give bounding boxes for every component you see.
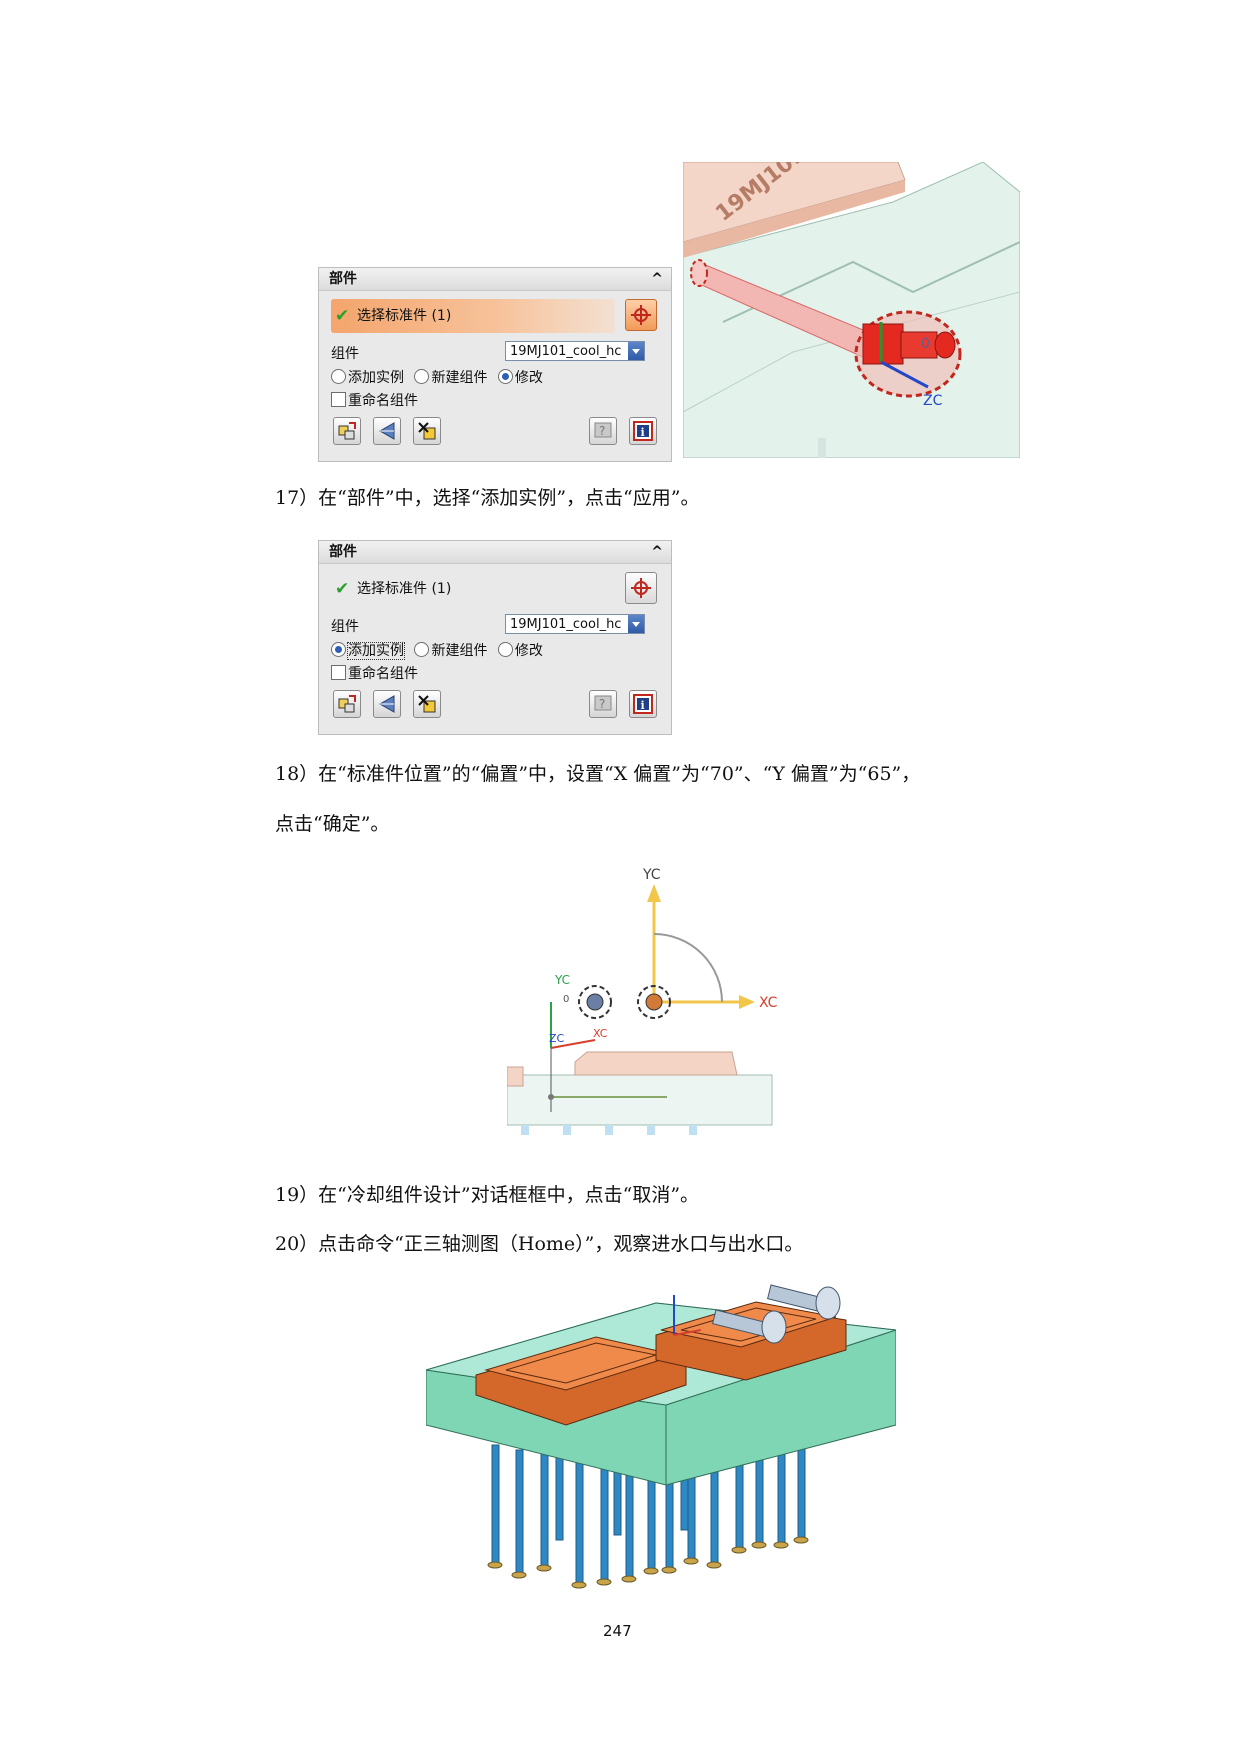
info-icon: i [633, 694, 653, 714]
select-point-button[interactable] [625, 572, 657, 604]
help-button[interactable]: ? [589, 690, 617, 718]
mode-radio-group: 添加实例 新建组件 修改 [331, 640, 549, 660]
info-button[interactable]: i [629, 690, 657, 718]
panel-header[interactable]: 部件 ^ [319, 268, 671, 291]
panel-title: 部件 [329, 271, 357, 287]
svg-text:i: i [641, 426, 645, 439]
check-icon: ✔ [335, 579, 350, 599]
mode-radio-group: 添加实例 新建组件 修改 [331, 367, 549, 387]
svg-text:?: ? [599, 697, 605, 711]
cube-rotate-icon [338, 695, 356, 713]
rename-component-checkbox[interactable]: 重命名组件 [331, 663, 418, 683]
isometric-mold-figure [426, 1275, 896, 1595]
dim-readout: 0 [921, 336, 930, 352]
yc-axis-label: YC [642, 867, 661, 883]
collapse-icon[interactable]: ^ [651, 271, 663, 287]
step-20: 20）点击命令“正三轴测图（Home）”，观察进水口与出水口。 [275, 1233, 804, 1255]
cube-rotate-icon [338, 422, 356, 440]
reposition-button[interactable] [333, 690, 361, 718]
radio-new-component[interactable]: 新建组件 [414, 642, 487, 659]
radio-add-instance[interactable]: 添加实例 [331, 642, 405, 660]
component-select-value: 19MJ101_cool_hc [510, 617, 622, 632]
xc-axis-label: XC [759, 995, 778, 1011]
select-standard-part-label: 选择标准件 (1) [357, 308, 452, 324]
xc-small-label: XC [593, 1027, 608, 1040]
step-17: 17）在“部件”中，选择“添加实例”，点击“应用”。 [275, 487, 700, 509]
radio-new-component[interactable]: 新建组件 [414, 369, 487, 386]
radio-add-instance[interactable]: 添加实例 [331, 369, 404, 386]
zc-small-label: ZC [549, 1032, 565, 1045]
crosshair-icon [631, 305, 651, 325]
select-standard-part[interactable]: ✔ 选择标准件 (1) [331, 572, 615, 606]
yc-small-label: YC [554, 973, 570, 987]
delete-cube-icon [418, 695, 436, 713]
parts-panel-1: 部件 ^ ✔ 选择标准件 (1) 组件 19MJ101_cool_hc 添加实例 [318, 267, 672, 462]
dim-readout: 0 [563, 994, 569, 1005]
component-label: 组件 [331, 619, 359, 635]
triangle-flip-icon [378, 422, 395, 440]
crosshair-icon [631, 578, 651, 598]
component-select[interactable]: 19MJ101_cool_hc [505, 614, 645, 634]
help-icon: ? [594, 422, 612, 438]
delete-component-button[interactable] [413, 417, 441, 445]
dropdown-arrow-icon[interactable] [628, 342, 644, 360]
info-button[interactable]: i [629, 417, 657, 445]
delete-component-button[interactable] [413, 690, 441, 718]
svg-text:?: ? [599, 424, 605, 438]
reposition-button[interactable] [333, 417, 361, 445]
select-point-button[interactable] [625, 299, 657, 331]
check-icon: ✔ [335, 306, 350, 326]
triangle-flip-icon [378, 695, 395, 713]
parts-panel-2: 部件 ^ ✔ 选择标准件 (1) 组件 19MJ101_cool_hc 添加实例 [318, 540, 672, 735]
radio-modify[interactable]: 修改 [497, 642, 543, 659]
step-18-line2: 点击“确定”。 [275, 813, 390, 835]
help-icon: ? [594, 695, 612, 711]
step-19: 19）在“冷却组件设计”对话框框中，点击“取消”。 [275, 1184, 700, 1206]
flip-direction-button[interactable] [373, 417, 401, 445]
panel-title: 部件 [329, 544, 357, 560]
svg-text:i: i [641, 699, 645, 712]
dropdown-arrow-icon[interactable] [628, 615, 644, 633]
radio-modify[interactable]: 修改 [497, 369, 543, 386]
panel-header[interactable]: 部件 ^ [319, 541, 671, 564]
component-label: 组件 [331, 346, 359, 362]
flip-direction-button[interactable] [373, 690, 401, 718]
component-select-value: 19MJ101_cool_hc [510, 344, 622, 359]
step-18-line1: 18）在“标准件位置”的“偏置”中，设置“X 偏置”为“70”、“Y 偏置”为“… [275, 763, 921, 785]
cooling-connector-figure: 19MJ101 0 ZC [683, 162, 1020, 458]
info-icon: i [633, 421, 653, 441]
collapse-icon[interactable]: ^ [651, 544, 663, 560]
delete-cube-icon [418, 422, 436, 440]
zc-axis-label: ZC [923, 393, 943, 409]
rename-component-checkbox[interactable]: 重命名组件 [331, 390, 418, 410]
page-number: 247 [603, 1622, 632, 1640]
select-standard-part-label: 选择标准件 (1) [357, 581, 452, 597]
help-button[interactable]: ? [589, 417, 617, 445]
offset-axes-figure: YC XC 0 YC XC ZC [507, 862, 807, 1156]
component-select[interactable]: 19MJ101_cool_hc [505, 341, 645, 361]
select-standard-part[interactable]: ✔ 选择标准件 (1) [331, 299, 615, 333]
